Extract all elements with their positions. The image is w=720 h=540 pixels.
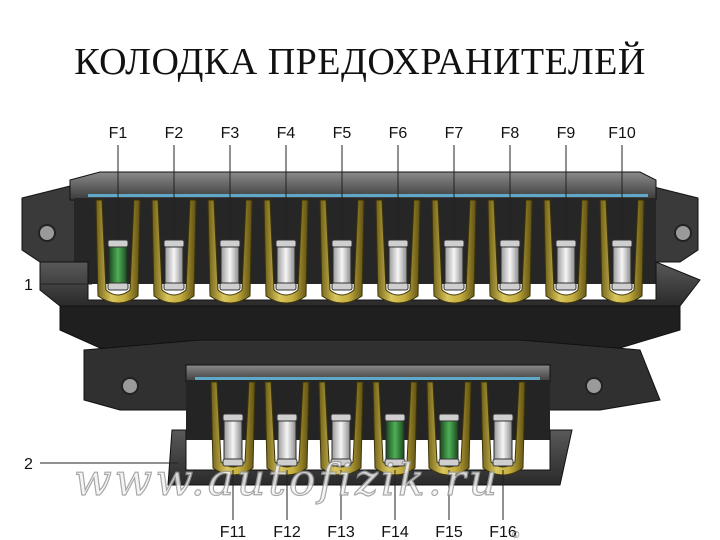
fuse-cap (384, 413, 406, 422)
lower-blue-strip (195, 377, 540, 380)
upper-fuse-block (21, 171, 701, 349)
fuse-cap (492, 458, 514, 467)
fuse-cap (499, 239, 521, 248)
fuse-cap (443, 282, 465, 291)
fuse-label-f16: F16 (489, 524, 517, 540)
left-screw-icon (38, 224, 56, 242)
fuse-cap (163, 239, 185, 248)
contact-clip (599, 199, 645, 304)
fuse-cap (330, 413, 352, 422)
fuse-slot-f1 (95, 199, 141, 304)
fuse-label-f8: F8 (501, 125, 520, 142)
fuse-cap (107, 239, 129, 248)
fuse-cap (276, 458, 298, 467)
fuse-slot-f5 (319, 199, 365, 304)
fuse-label-f11: F11 (220, 524, 246, 540)
fuse-label-f9: F9 (557, 125, 576, 142)
contact-clip (151, 199, 197, 304)
fuse-label-f7: F7 (445, 125, 464, 142)
fuse-slot-f12 (264, 381, 310, 476)
fuse-cap (219, 282, 241, 291)
fuse-label-f15: F15 (435, 524, 463, 540)
right-screw-icon (674, 224, 692, 242)
fuse-label-f4: F4 (277, 125, 296, 142)
fuse-cap (222, 413, 244, 422)
upper-blue-strip (88, 194, 648, 197)
fuse-cap (331, 239, 353, 248)
lower-front-shelf (167, 429, 573, 486)
upper-front-shelf (39, 261, 701, 307)
fuse-cap (275, 282, 297, 291)
fuse-label-f5: F5 (333, 125, 352, 142)
fuse-cap (107, 282, 129, 291)
watermark-copyright: © (512, 530, 520, 540)
contact-clip (207, 199, 253, 304)
fuse-cap (222, 458, 244, 467)
fuse-cap (331, 282, 353, 291)
fuse-slot-f2 (151, 199, 197, 304)
fuse-label-f1: F1 (109, 125, 128, 142)
fuse-label-f10: F10 (608, 125, 636, 142)
fuse-cap (384, 458, 406, 467)
fuse-cap (275, 239, 297, 248)
contact-clip (487, 199, 533, 304)
fuse-slot-f15 (426, 381, 472, 476)
lower-left-screw-icon (121, 377, 139, 395)
contact-clip (431, 199, 477, 304)
fuse-cap (276, 413, 298, 422)
fuse-slot-f14 (372, 381, 418, 476)
fuse-cap (555, 239, 577, 248)
watermark: www.autofizik.ru (74, 455, 500, 506)
contact-clip (319, 199, 365, 304)
callout-2: 2 (24, 456, 33, 473)
fuse-slot-f10 (599, 199, 645, 304)
fuse-cap (438, 458, 460, 467)
slide-title: КОЛОДКА ПРЕДОХРАНИТЕЛЕЙ (74, 41, 646, 83)
fuse-label-f6: F6 (389, 125, 408, 142)
callout-1: 1 (24, 277, 33, 294)
fuse-cap (387, 239, 409, 248)
fuse-cap (555, 282, 577, 291)
fuse-cap (219, 239, 241, 248)
fuse-label-f13: F13 (327, 524, 355, 540)
contact-clip (263, 199, 309, 304)
fuse-slot-f6 (375, 199, 421, 304)
fuse-slot-f16 (480, 381, 526, 476)
fuse-slot-f13 (318, 381, 364, 476)
fuse-cap (492, 413, 514, 422)
contact-clip (375, 199, 421, 304)
fuse-slot-f7 (431, 199, 477, 304)
fuse-cap (499, 282, 521, 291)
fuse-cap (330, 458, 352, 467)
fuse-slot-f11 (210, 381, 256, 476)
contact-clip (543, 199, 589, 304)
fuse-label-f14: F14 (381, 524, 409, 540)
fuse-label-f12: F12 (273, 524, 301, 540)
fuse-cap (438, 413, 460, 422)
fuse-label-f3: F3 (221, 125, 240, 142)
lower-right-screw-icon (585, 377, 603, 395)
fuse-cap (611, 282, 633, 291)
fuse-cap (163, 282, 185, 291)
fuse-cap (387, 282, 409, 291)
fuse-cap (611, 239, 633, 248)
contact-clip (95, 199, 141, 304)
fuse-slot-f3 (207, 199, 253, 304)
lower-fuse-block (83, 339, 661, 486)
fuse-slot-f8 (487, 199, 533, 304)
fuse-cap (443, 239, 465, 248)
fuse-slot-f9 (543, 199, 589, 304)
fuse-label-f2: F2 (165, 125, 184, 142)
